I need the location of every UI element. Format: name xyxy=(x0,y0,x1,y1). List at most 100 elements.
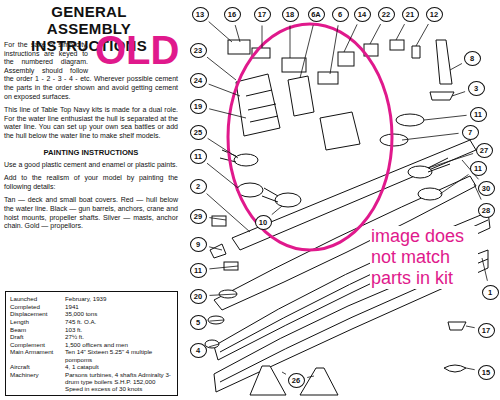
leader-line xyxy=(235,25,240,42)
callout-number: 2 xyxy=(190,179,207,194)
section-heading: PAINTING INSTRUCTIONS xyxy=(4,148,178,157)
table-value-cell: 103 ft. xyxy=(65,326,173,333)
leader-line xyxy=(209,84,240,96)
leader-line xyxy=(208,138,238,158)
leader-line xyxy=(209,344,219,347)
table-value-cell: February, 1939 xyxy=(65,295,173,302)
leader-line xyxy=(424,115,467,120)
callout-number: 17 xyxy=(478,323,495,338)
leader-line xyxy=(428,154,473,169)
leader-line xyxy=(440,175,469,195)
table-value-cell: 1,500 officers and men xyxy=(65,341,173,348)
leader-line xyxy=(482,258,487,281)
small-part xyxy=(210,244,226,258)
callout-number: 18 xyxy=(282,7,299,22)
gun-turret xyxy=(234,154,258,166)
instruction-paragraph: This line of Table Top Navy kits is made… xyxy=(4,106,178,140)
leader-line xyxy=(210,294,238,295)
gun-turret xyxy=(275,193,301,207)
table-value-cell: 35,000 tons xyxy=(65,310,173,317)
leader-line xyxy=(466,326,475,328)
display-stand xyxy=(250,366,286,395)
callout-number: 13 xyxy=(192,7,209,22)
warning-note: image does not match parts in kit xyxy=(370,226,478,289)
callout-number: 11 xyxy=(470,161,487,176)
callout-number: 30 xyxy=(478,181,495,196)
callout-number: 27 xyxy=(476,143,493,158)
boat xyxy=(396,114,424,126)
leader-line xyxy=(452,92,465,96)
searchlight-deck xyxy=(318,72,338,84)
callout-number: 6 xyxy=(332,7,349,22)
table-heading-cell: Launched xyxy=(10,295,62,302)
leader-line xyxy=(396,24,405,40)
stamp-text: OLD xyxy=(95,28,179,72)
leader-line xyxy=(282,372,286,374)
callout-number: 10 xyxy=(255,215,272,230)
hull-group xyxy=(214,140,490,395)
callout-number: 23 xyxy=(190,43,207,58)
small-part xyxy=(208,316,224,324)
funnel xyxy=(288,76,314,116)
small-part xyxy=(212,216,226,226)
leader-line xyxy=(207,194,250,232)
bridge-tower xyxy=(236,74,280,136)
callout-number: 15 xyxy=(478,365,495,380)
small-part xyxy=(390,40,404,50)
callout-number: 29 xyxy=(190,209,207,224)
table-value-cell: Parsons turbines, 4 shafts Admiralty 3-d… xyxy=(65,371,173,392)
callout-number: 22 xyxy=(378,7,395,22)
instruction-paragraph: Use a good plastic cement and enamel or … xyxy=(4,161,178,170)
small-part xyxy=(205,340,219,348)
small-part xyxy=(338,52,354,66)
leader-line xyxy=(450,64,462,71)
leader-line xyxy=(370,24,381,44)
gun-barrels xyxy=(428,158,450,172)
leader-line xyxy=(207,57,236,80)
instruction-paragraph: Add to the realism of your model by pain… xyxy=(4,174,178,191)
small-gun xyxy=(448,322,466,330)
highlight-ellipse xyxy=(228,24,392,250)
small-boat xyxy=(444,365,466,372)
table-value-cell: 4, 1 catapult xyxy=(65,363,173,370)
table-heading-cell: Length xyxy=(10,318,62,325)
table-heading-cell: Main Armament xyxy=(10,348,62,362)
callout-number: 8 xyxy=(464,51,481,66)
callout-number: 20 xyxy=(190,289,207,304)
leader-line xyxy=(344,24,357,52)
display-stand xyxy=(300,368,338,395)
mast xyxy=(436,40,452,84)
table-value-cell: Ten 14" Sixteen 5.25" 4 multiple pompoms xyxy=(65,348,173,362)
aft-structure xyxy=(320,112,360,150)
leader-line xyxy=(307,376,314,378)
callout-number: 1 xyxy=(482,285,499,300)
leader-line xyxy=(300,25,313,78)
small-part xyxy=(228,40,250,54)
callout-number: 17 xyxy=(254,7,271,22)
table-heading-cell: Beam xyxy=(10,326,62,333)
callout-number: 7 xyxy=(462,125,479,140)
leader-line xyxy=(209,218,226,220)
callout-number: 11 xyxy=(470,107,487,122)
table-heading-cell: Aircraft xyxy=(10,363,62,370)
table-value-cell: 745 ft. O.A. xyxy=(65,318,173,325)
callout-number: 4 xyxy=(190,343,207,358)
specification-table: LaunchedFebruary, 1939Completed1941Displ… xyxy=(5,291,178,396)
table-heading-cell: Completed xyxy=(10,303,62,310)
gun-turret xyxy=(418,188,442,200)
callout-number: 19 xyxy=(190,99,207,114)
leader-line xyxy=(209,247,222,250)
crane xyxy=(430,92,454,100)
leader-line xyxy=(330,25,338,74)
callout-number: 24 xyxy=(190,73,207,88)
callout-number: 26 xyxy=(288,373,305,388)
table-heading-cell: Complement xyxy=(10,341,62,348)
table-heading-cell: Draft xyxy=(10,333,62,340)
leader-line xyxy=(210,320,225,321)
leader-line xyxy=(272,206,282,215)
table-value-cell: 27½ ft. xyxy=(65,333,173,340)
table-heading-cell: Machinery xyxy=(10,371,62,392)
callout-number: 11 xyxy=(190,263,207,278)
leader-line xyxy=(207,163,238,188)
